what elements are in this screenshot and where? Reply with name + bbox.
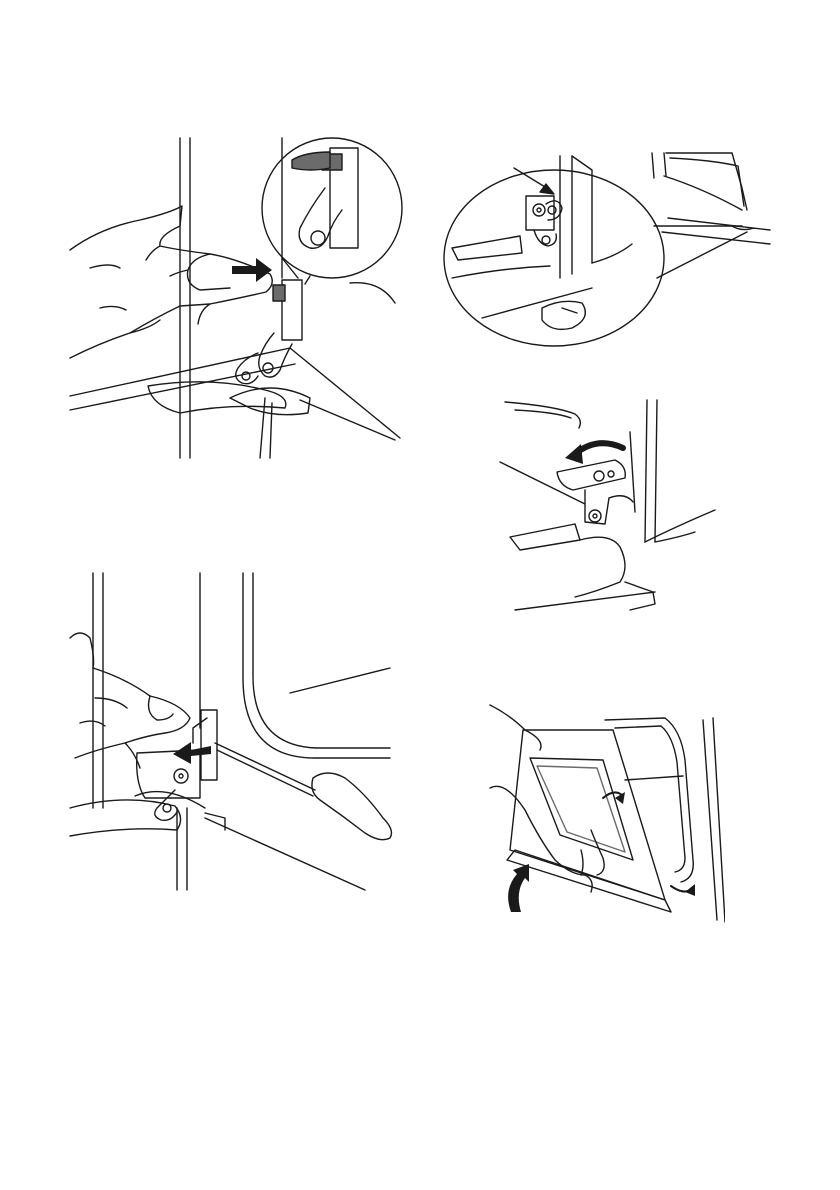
door-trim: [510, 524, 655, 610]
pull-arrow-icon: [173, 742, 211, 764]
figure-hinge-closeup-callout: [442, 148, 772, 368]
hand-icon: [70, 633, 190, 768]
oven-interior-lines: [652, 153, 770, 244]
oven-frame-lines: [605, 718, 725, 922]
figure-hinge-screwdriver-release: [65, 568, 400, 893]
door-panel-icon: [507, 730, 671, 912]
hinge-icon: [137, 710, 217, 820]
oven-frame-lines: [93, 573, 390, 890]
figure-hinge-lever-rotate: [495, 392, 720, 620]
door-trim: [148, 382, 310, 415]
magnifier-callout-icon: [262, 138, 402, 303]
figure-door-panel-lift-out: [485, 700, 725, 925]
hand-icon: [70, 206, 272, 358]
hand-icon: [490, 705, 604, 892]
lift-arrow-icon: [508, 864, 529, 912]
rotate-arrow-icon: [565, 443, 623, 464]
hinge-icon: [526, 196, 562, 246]
magnifier-callout-icon: [444, 156, 747, 346]
oven-frame-lines: [70, 138, 400, 458]
figure-hinge-lever-press: [60, 128, 405, 463]
oven-frame-lines: [500, 400, 715, 542]
hinge-icon: [236, 280, 302, 384]
